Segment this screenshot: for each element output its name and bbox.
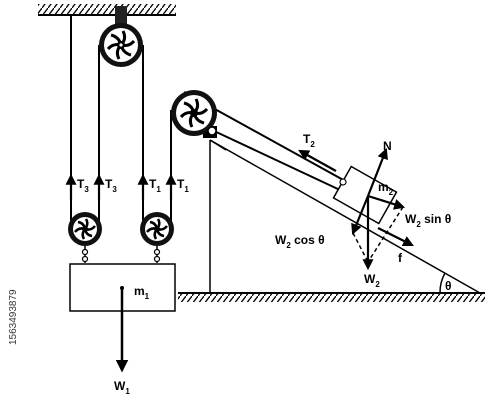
label-friction: f [398, 251, 403, 265]
component-dashes [352, 206, 404, 263]
label-w2-sin: W2 sin θ [405, 212, 451, 229]
label-w2-cos: W2 cos θ [275, 233, 325, 250]
force-arrows-m2 [351, 147, 414, 271]
ground [178, 292, 485, 302]
lower-pulley-left [68, 212, 102, 263]
label-t1-left: T1 [149, 177, 161, 194]
label-m2: m2 [378, 180, 394, 197]
label-t2: T2 [303, 132, 315, 149]
angle-arc [439, 272, 446, 294]
lower-pulley-right [140, 212, 174, 263]
label-t3-left: T3 [77, 177, 89, 194]
label-w1: W1 [114, 379, 130, 396]
label-t3-right: T3 [105, 177, 117, 194]
tension-arrows [65, 149, 337, 200]
label-t1-right: T1 [177, 177, 189, 194]
top-pulley [99, 6, 143, 67]
label-theta: θ [445, 279, 452, 293]
incline-pulley [171, 90, 217, 138]
stock-id: 1563493879 [8, 289, 19, 345]
label-m1: m1 [134, 284, 150, 301]
ceiling [38, 4, 176, 16]
label-normal: N [383, 139, 392, 153]
label-w2: W2 [364, 272, 380, 289]
incline-wedge [209, 139, 481, 294]
